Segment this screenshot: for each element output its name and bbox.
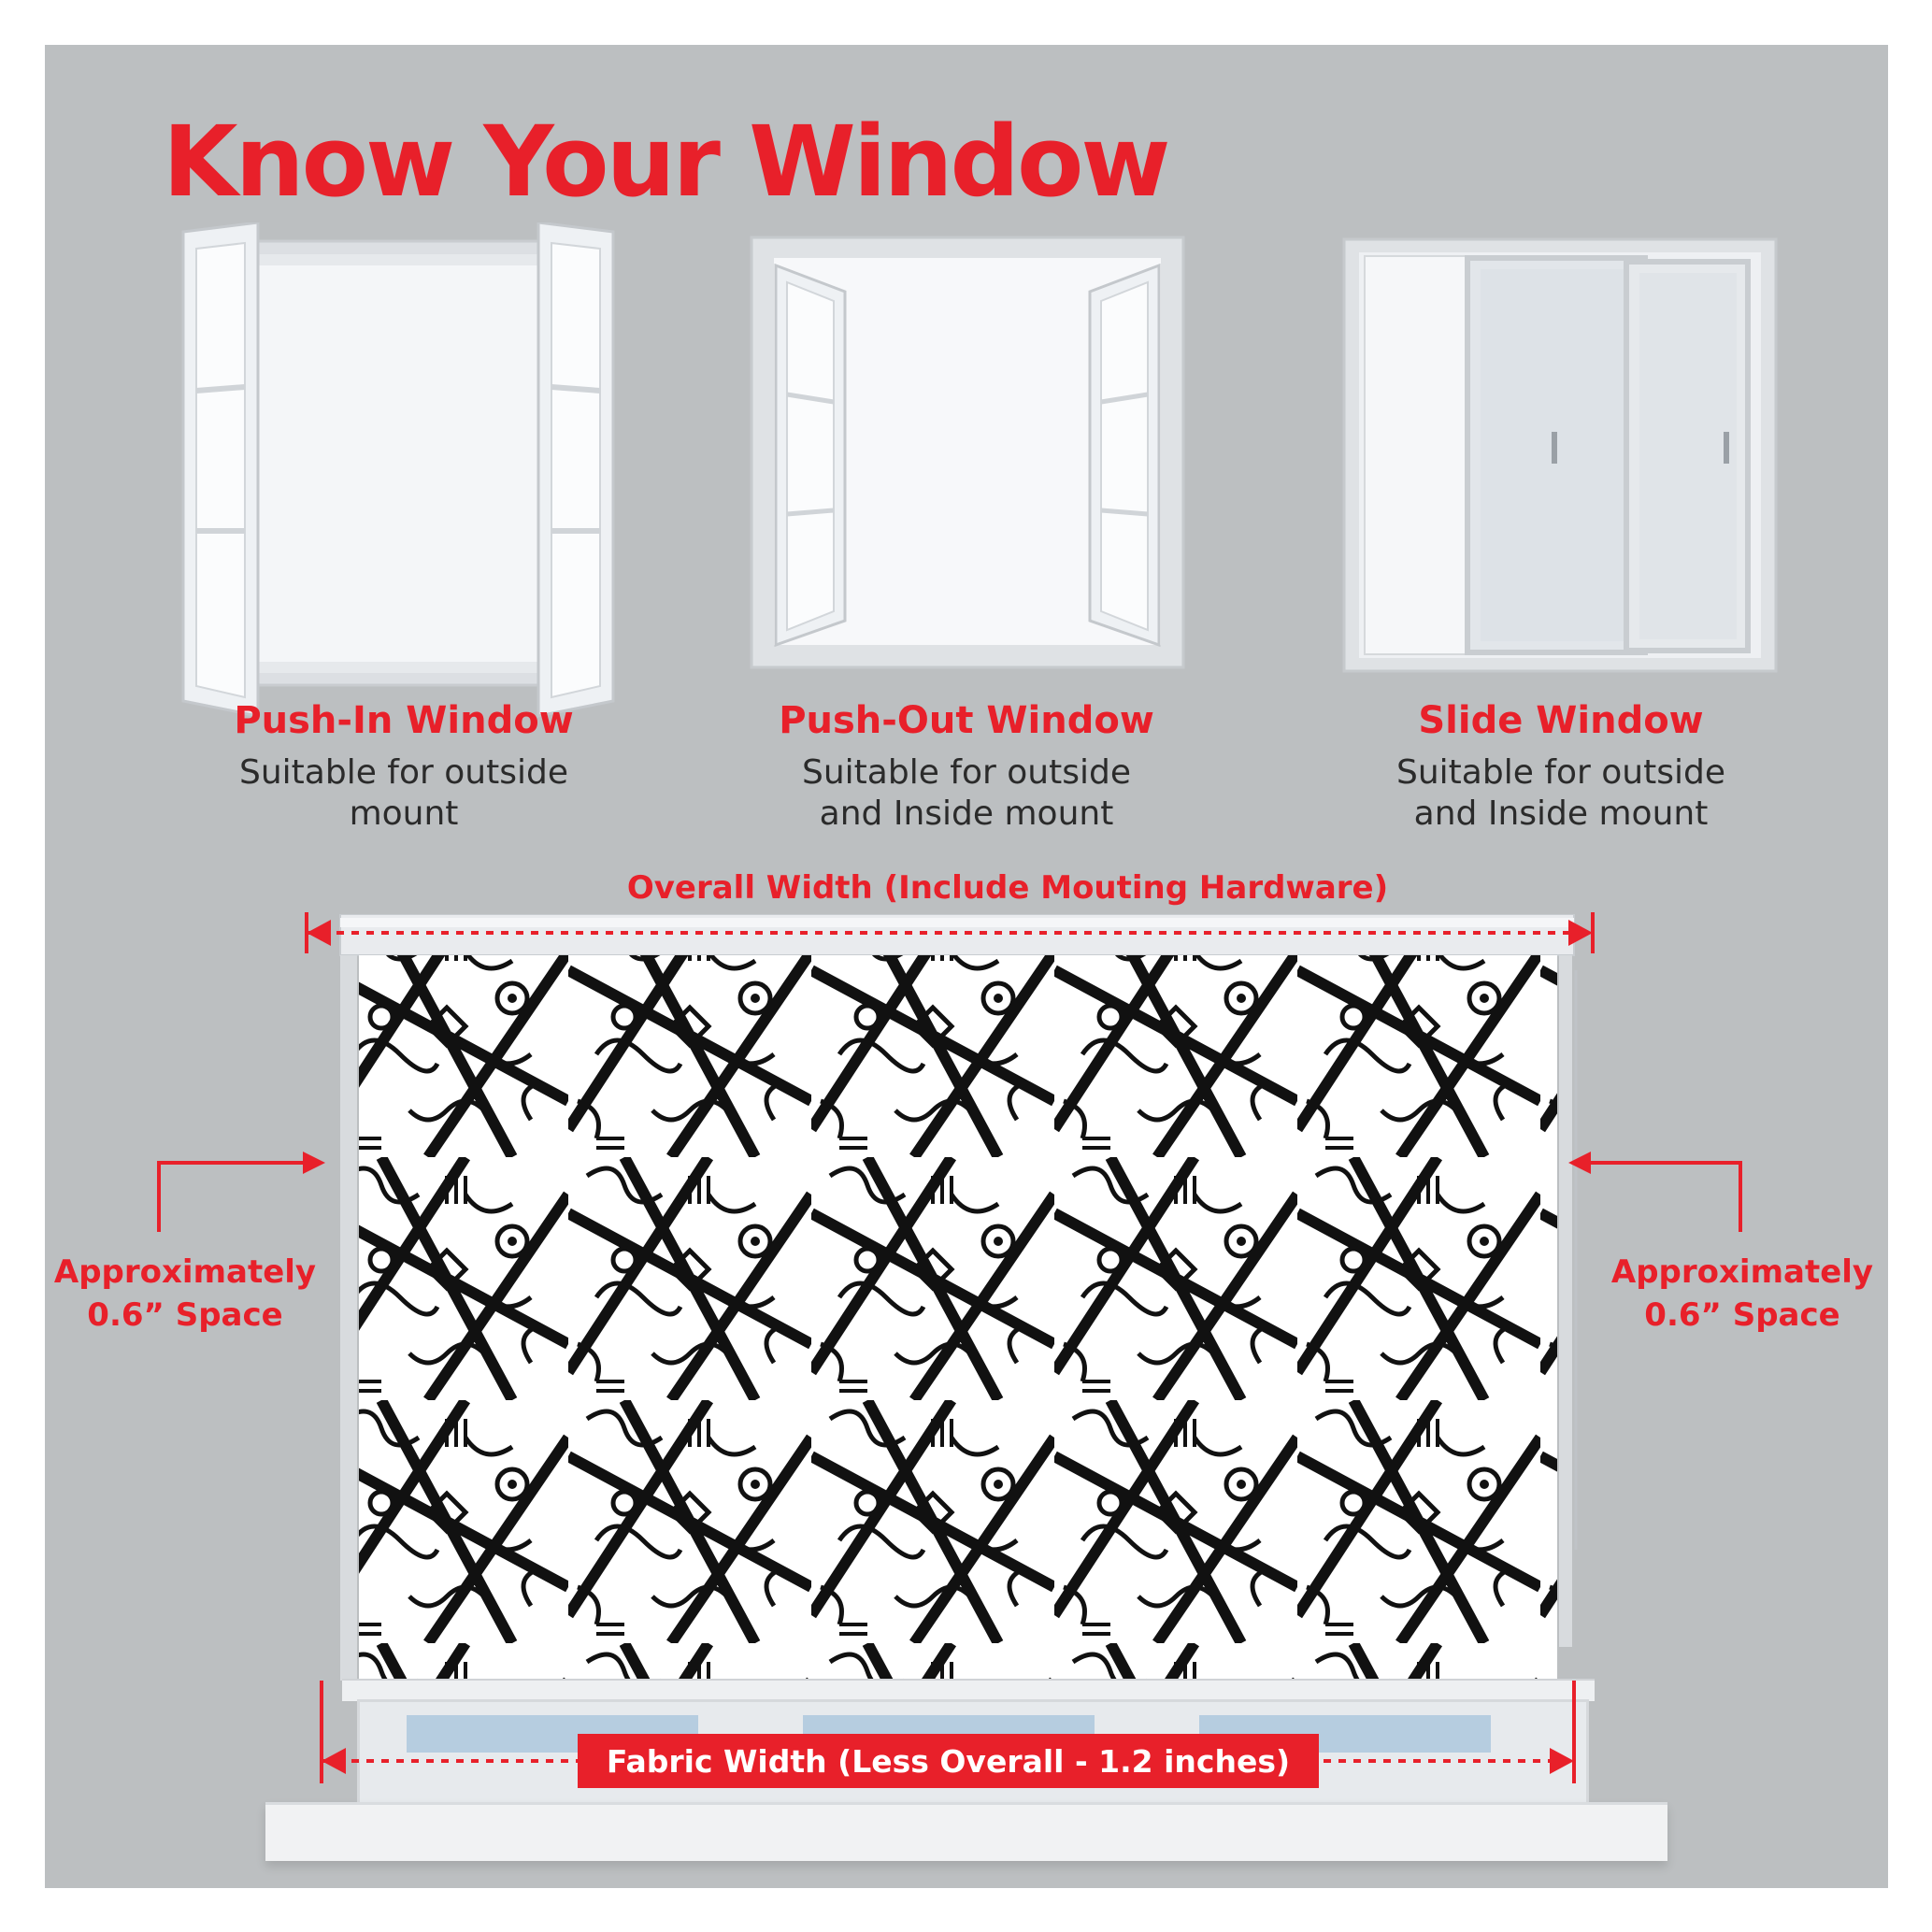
right-space-leader: [1578, 1161, 1742, 1232]
push-out-desc-line1: Suitable for outside: [802, 753, 1131, 792]
right-space-line2: 0.6” Space: [1644, 1296, 1840, 1334]
slide-window-title: Slide Window: [1418, 699, 1704, 742]
right-space-label: Approximately 0.6” Space: [1593, 1251, 1888, 1337]
slide-window-graphic: [1342, 237, 1778, 673]
bottom-rail: [342, 1679, 1595, 1701]
push-out-desc-line2: and Inside mount: [819, 794, 1114, 833]
push-out-window-description: Suitable for outside and Inside mount: [677, 752, 1256, 835]
fabric-width-right-arrow: [1550, 1748, 1574, 1774]
overall-width-right-arrow: [1568, 920, 1593, 946]
push-in-window-icon: [155, 222, 641, 727]
left-space-leader: [157, 1161, 316, 1232]
left-space-line2: 0.6” Space: [87, 1296, 283, 1334]
left-space-line1: Approximately: [53, 1253, 317, 1291]
push-out-window-title: Push-Out Window: [779, 699, 1154, 742]
push-in-desc-line2: mount: [349, 794, 459, 833]
slide-desc-line2: and Inside mount: [1413, 794, 1709, 833]
fabric-width-left-arrow: [322, 1748, 346, 1774]
push-in-window-description: Suitable for outside mount: [114, 752, 694, 835]
fabric-width-label: Fabric Width (Less Overall - 1.2 inches): [578, 1734, 1319, 1788]
left-space-arrow: [303, 1152, 325, 1174]
push-in-desc-line1: Suitable for outside: [239, 753, 568, 792]
dimension-lines: [157, 912, 1742, 1783]
info-panel: Know Your Window: [45, 45, 1888, 1888]
overall-width-left-arrow: [307, 920, 331, 946]
overall-width-label: Overall Width (Include Mouting Hardware): [626, 869, 1389, 907]
slide-desc-line1: Suitable for outside: [1396, 753, 1725, 792]
slide-window-icon: [1340, 236, 1780, 712]
push-out-window-icon: [748, 234, 1187, 710]
push-in-window-title: Push-In Window: [234, 699, 574, 742]
right-space-arrow: [1568, 1152, 1591, 1174]
window-sill: [265, 1802, 1667, 1861]
slide-window-description: Suitable for outside and Inside mount: [1271, 752, 1851, 835]
right-space-line1: Approximately: [1610, 1253, 1874, 1291]
left-space-label: Approximately 0.6” Space: [45, 1251, 335, 1337]
push-out-window-graphic: [750, 236, 1185, 669]
push-in-window-graphic: [181, 222, 615, 718]
page-title: Know Your Window: [163, 105, 1170, 219]
